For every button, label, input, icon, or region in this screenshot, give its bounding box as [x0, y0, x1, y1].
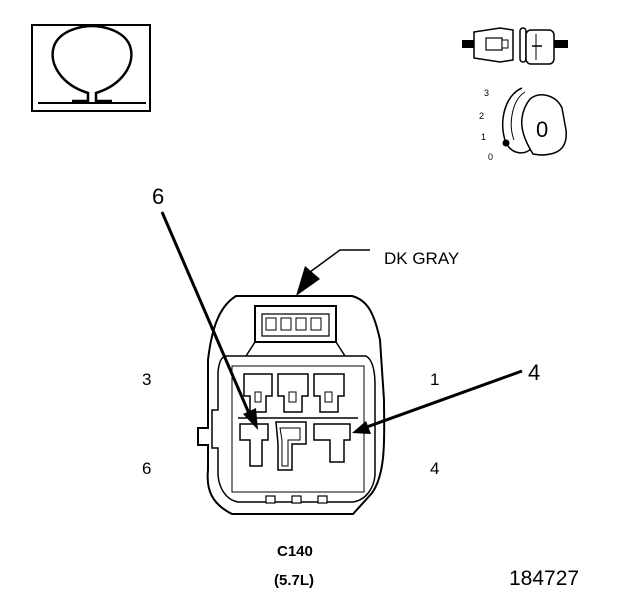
connector-name: C140	[277, 543, 313, 560]
cavity-label-bottom-left: 6	[142, 459, 151, 478]
connector-body	[197, 295, 386, 515]
cavity-label-top-left: 3	[142, 370, 151, 389]
cavity-label-bottom-right: 4	[430, 459, 439, 478]
ignition-position-2: 2	[479, 111, 484, 121]
connector-engine: (5.7L)	[274, 572, 314, 589]
wire-color-leader	[296, 249, 370, 296]
ignition-position-0: 0	[488, 152, 493, 162]
ignition-key-label: 0	[536, 117, 548, 142]
callout-label-4: 4	[528, 360, 540, 385]
wire-color-label: DK GRAY	[384, 249, 459, 268]
ignition-position-1: 1	[481, 132, 486, 142]
ohm-symbol-icon	[31, 24, 151, 112]
callout-arrow-6	[160, 211, 258, 430]
ignition-key-off-icon: 3 2 1 0 0	[479, 87, 567, 162]
callout-label-6: 6	[152, 184, 164, 209]
cavity-label-top-right: 1	[430, 370, 439, 389]
ignition-position-3: 3	[484, 88, 489, 98]
connector-disconnected-icon	[462, 27, 568, 65]
callout-arrow-4	[352, 369, 523, 434]
figure-id: 184727	[509, 567, 579, 590]
